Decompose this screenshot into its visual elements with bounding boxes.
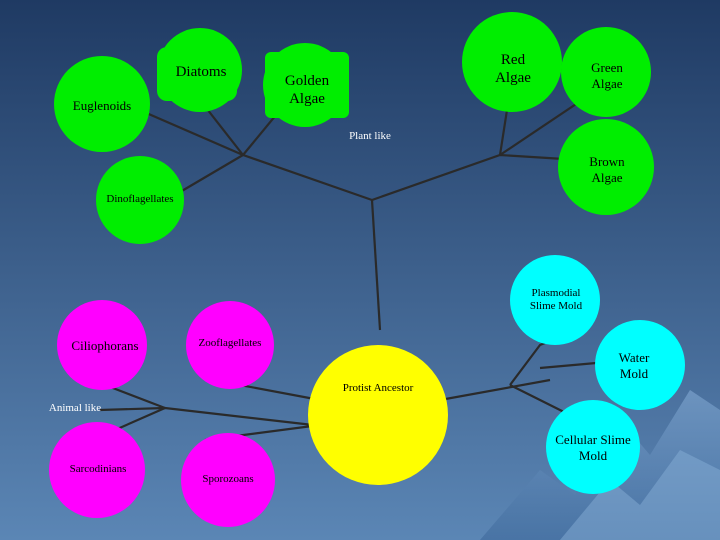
cellular-slime-mold-label: Cellular Slime Mold xyxy=(548,432,638,463)
line-fungus-main xyxy=(439,378,551,402)
line-ancestor-trunk xyxy=(370,199,382,331)
ciliophorans-label: Ciliophorans xyxy=(71,338,139,353)
sarcodinians-node xyxy=(49,422,145,518)
golden-algae-text: Golden Algae xyxy=(284,73,330,107)
cellular-slime-mold-text: Cellular Slime Mold xyxy=(555,432,631,463)
plant-like-label: Plant like xyxy=(349,130,391,142)
red-algae-label: Red Algae xyxy=(474,51,552,87)
brown-algae-label: Brown Algae xyxy=(568,154,646,185)
sarcodinians-label: Sarcodinians xyxy=(69,463,127,475)
animal-like-label: Animal like xyxy=(48,402,102,414)
water-mold-text: Water Mold xyxy=(618,350,650,381)
red-algae-node xyxy=(462,12,562,112)
green-algae-text: Green Algae xyxy=(591,60,623,91)
red-algae-text: Red Algae xyxy=(495,52,531,86)
golden-algae-node-round xyxy=(263,43,347,127)
sporozoans-label: Sporozoans xyxy=(202,473,254,485)
line-sarcodinians xyxy=(114,406,166,432)
diatoms-label: Diatoms xyxy=(175,64,227,80)
plasmodial-slime-mold-label: Plasmodial Slime Mold xyxy=(515,287,597,313)
diatoms-node-round xyxy=(158,28,242,112)
dinoflagellates-label: Dinoflagellates xyxy=(106,193,174,205)
euglenoids-node xyxy=(54,56,150,152)
brown-algae-node xyxy=(558,119,654,215)
plasmodial-text: Plasmodial Slime Mold xyxy=(529,287,583,313)
line-ciliophorans xyxy=(104,383,166,410)
water-mold-node xyxy=(595,320,685,410)
line-red xyxy=(498,109,509,156)
golden-algae-label: Golden Algae xyxy=(268,72,346,108)
protist-ancestor-node xyxy=(308,345,448,485)
brown-algae-text: Brown Algae xyxy=(589,154,625,185)
euglenoids-label: Euglenoids xyxy=(72,98,132,113)
protist-ancestor-label: Protist Ancestor xyxy=(342,382,414,394)
ciliophorans-node xyxy=(57,300,147,390)
zooflagellates-label: Zooflagellates xyxy=(198,337,262,349)
mountain-decoration-front xyxy=(560,450,720,540)
dinoflagellates-node xyxy=(96,156,184,244)
green-algae-node xyxy=(561,27,651,117)
sporozoans-node xyxy=(181,433,275,527)
plasmodial-slime-mold-node xyxy=(510,255,600,345)
water-mold-label: Water Mold xyxy=(600,350,668,381)
cellular-slime-mold-node xyxy=(546,400,640,494)
green-algae-label: Green Algae xyxy=(568,60,646,91)
zooflagellates-node xyxy=(186,301,274,389)
